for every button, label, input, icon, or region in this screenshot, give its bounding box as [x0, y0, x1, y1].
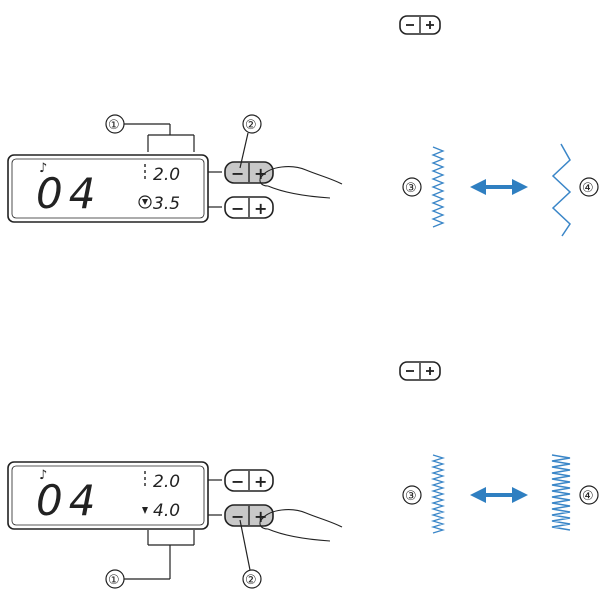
callout-1-bracket: ① — [105, 530, 195, 589]
width-minus-plus-icon — [399, 15, 441, 35]
wide-loose-zigzag — [551, 143, 572, 237]
width-plus-button[interactable]: + — [254, 164, 267, 183]
finger-icon — [259, 509, 343, 542]
length-plus-button[interactable]: + — [254, 507, 267, 526]
length-minus-plus-icon — [399, 361, 441, 381]
length-value: 4.0 — [153, 501, 180, 521]
callout-2-pointer: ② — [239, 519, 262, 589]
width-plus-button[interactable]: + — [254, 472, 267, 491]
narrow-dense-zigzag — [431, 146, 445, 228]
width-value: 2.0 — [153, 165, 180, 185]
svg-text:②: ② — [245, 573, 257, 588]
stitch-comparison: ③ ④ — [402, 454, 599, 534]
width-adjust-buttons[interactable]: − + — [224, 469, 274, 492]
pattern-number: 04 — [36, 476, 101, 525]
lcd-display: ♪ 04 2.0 4.0 — [7, 461, 209, 530]
stitch-comparison: ③ ④ — [402, 143, 599, 237]
width-value: 2.0 — [153, 472, 180, 492]
svg-text:①: ① — [108, 573, 120, 588]
bottom-panel: ♪ 04 2.0 4.0 − + − + — [7, 361, 599, 589]
finger-icon — [259, 166, 343, 199]
narrow-dense-zigzag — [430, 454, 446, 534]
length-minus-button[interactable]: − — [231, 199, 244, 218]
width-minus-button[interactable]: − — [231, 164, 244, 183]
length-minus-button[interactable]: − — [231, 507, 244, 526]
length-value: 3.5 — [153, 194, 180, 214]
length-icon — [142, 507, 148, 514]
pattern-number: 04 — [36, 169, 101, 218]
stitch-label-right: ④ — [582, 489, 594, 504]
stitch-label-left: ③ — [405, 489, 417, 504]
svg-text:②: ② — [245, 118, 257, 133]
stitch-label-left: ③ — [405, 181, 417, 196]
callout-2-pointer: ② — [239, 114, 262, 169]
length-icon — [138, 195, 152, 209]
top-panel: ♪ 04 2.0 3.5 − + − + — [7, 15, 599, 237]
width-adjust-buttons[interactable]: − + — [224, 161, 274, 184]
wide-dense-zigzag — [551, 454, 571, 531]
width-minus-button[interactable]: − — [231, 472, 244, 491]
svg-text:①: ① — [108, 118, 120, 133]
needle-mark: ♪ — [39, 161, 47, 176]
length-adjust-buttons[interactable]: − + — [224, 196, 274, 219]
needle-mark: ♪ — [39, 468, 47, 483]
stitch-label-right: ④ — [582, 181, 594, 196]
lcd-display: ♪ 04 2.0 3.5 — [7, 154, 209, 223]
callout-1-bracket: ① — [105, 114, 195, 152]
length-plus-button[interactable]: + — [254, 199, 267, 218]
